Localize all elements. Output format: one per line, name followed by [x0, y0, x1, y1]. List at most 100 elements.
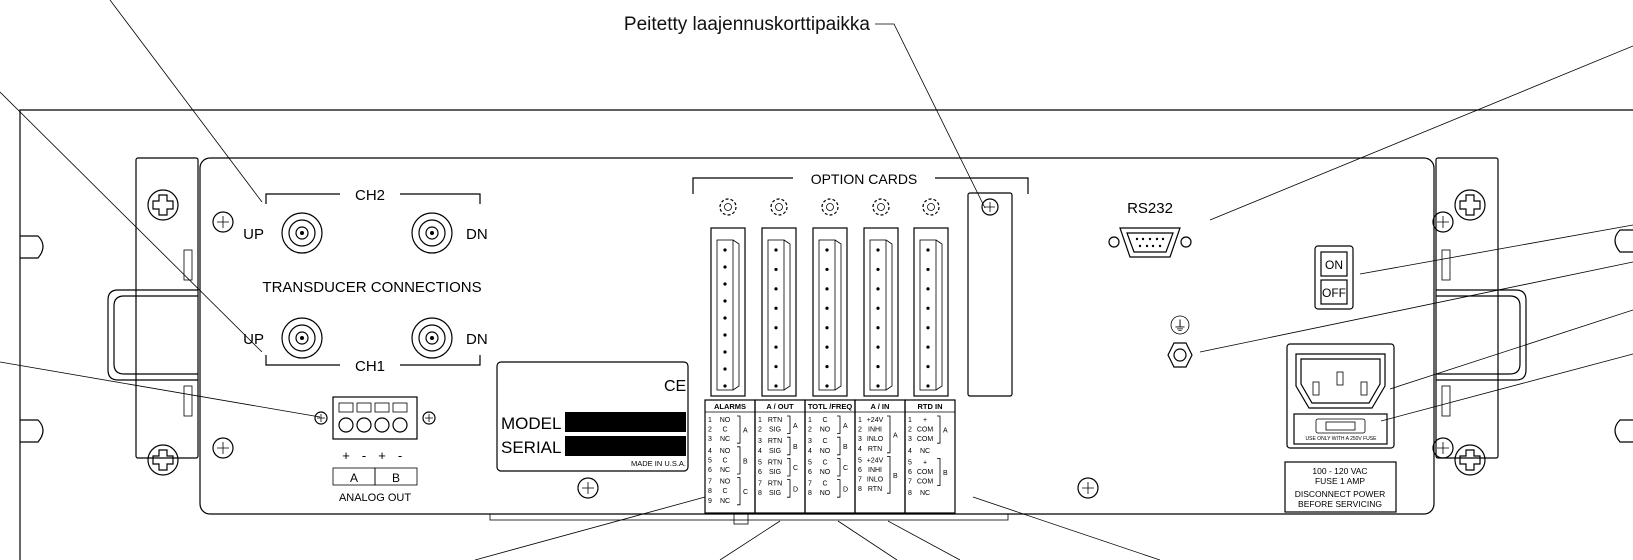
model-label: MODEL [501, 414, 561, 433]
ce-mark: CE [664, 378, 686, 395]
analog-out-section: + - + - A B ANALOG OUT [314, 396, 436, 504]
power-switch[interactable]: ON OFF [1314, 245, 1354, 310]
card-screw-icon [719, 198, 737, 216]
pin-number: 2 [908, 427, 912, 434]
pin-signal: NO [720, 479, 731, 486]
ac-power-inlet: USE ONLY WITH A 250V FUSE [1286, 343, 1395, 449]
pin-number: 8 [808, 490, 812, 497]
pin-number: 1 [758, 417, 762, 424]
pin-number: 5 [808, 459, 812, 466]
channel-letter: A [893, 432, 898, 439]
pin-number: 1 [708, 417, 712, 424]
card-slot-5 [913, 198, 949, 397]
card-screw-icon [922, 198, 940, 216]
pin-number: 5 [708, 457, 712, 464]
pin-signal: + [923, 459, 927, 466]
channel-letter: B [893, 473, 898, 480]
transducer-connections-label: TRANSDUCER CONNECTIONS [262, 279, 481, 296]
channel-letter: D [843, 486, 848, 493]
pin-signal: NO [820, 448, 831, 455]
channel-letter: A [943, 428, 948, 435]
pin-signal: NC [720, 436, 730, 443]
option-block-header: TOTL /FREQ [808, 402, 852, 411]
ch1-dn-label: DN [466, 331, 488, 348]
channel-letter: C [743, 489, 748, 496]
terminal-connector-icon[interactable] [863, 227, 899, 397]
pin-number: 7 [708, 479, 712, 486]
pin-number: 7 [758, 481, 762, 488]
pin-signal: INHI [868, 467, 882, 474]
pin-number: 8 [708, 488, 712, 495]
channel-letter: C [793, 465, 798, 472]
power-fuse-label: FUSE 1 AMP [1315, 476, 1365, 486]
pin-signal: SIG [769, 490, 781, 497]
made-in-label: MADE IN U.S.A. [631, 459, 686, 468]
rack-frame [19, 109, 1633, 560]
pin-signal: C [822, 438, 827, 445]
ground-terminal: ⏚ [1167, 315, 1193, 368]
analog-channel-a: A [350, 471, 358, 485]
pin-signal: RTN [868, 446, 882, 453]
pin-signal: C [722, 457, 727, 464]
option-cards-title: OPTION CARDS [811, 171, 918, 187]
pin-signal: RTN [768, 481, 782, 488]
pin-number: 3 [708, 436, 712, 443]
terminal-connector-icon[interactable] [913, 227, 949, 397]
rs232-port-icon[interactable] [1108, 227, 1192, 258]
option-block-header: ALARMS [714, 402, 746, 411]
option-block-header: A / OUT [766, 402, 794, 411]
channel-letter: A [793, 423, 798, 430]
card-screw-icon [821, 198, 839, 216]
pin-signal: C [722, 427, 727, 434]
switch-on-label: ON [1325, 258, 1343, 272]
channel-letter: B [943, 470, 948, 477]
pin-signal: NO [820, 427, 831, 434]
pin-number: 6 [708, 467, 712, 474]
pin-number: 2 [758, 427, 762, 434]
pin-signal: RTN [868, 486, 882, 493]
channel-letter: B [743, 458, 748, 465]
pin-number: 7 [908, 479, 912, 486]
ch1-label: CH1 [355, 358, 385, 375]
panel-screw-icons [212, 211, 1454, 499]
pin-signal: +24V [867, 417, 884, 424]
analog-out-terminal-icons [338, 402, 408, 433]
pin-number: 3 [808, 438, 812, 445]
pin-number: 1 [908, 417, 912, 424]
analog-polarity-2: - [362, 448, 366, 463]
channel-letter: A [743, 428, 748, 435]
pin-signal: +24V [867, 457, 884, 464]
pin-number: 7 [808, 481, 812, 488]
pin-signal: INHI [868, 427, 882, 434]
terminal-connector-icon[interactable] [812, 227, 848, 397]
pin-signal: INLO [867, 436, 884, 443]
pin-signal: RTN [768, 438, 782, 445]
rack-screw-icons [147, 189, 1486, 476]
terminal-connector-icon[interactable] [761, 227, 797, 397]
pin-signal: COM [917, 469, 934, 476]
terminal-connector-icon[interactable] [710, 227, 746, 397]
pin-signal: NO [720, 448, 731, 455]
pin-signal: RTN [768, 417, 782, 424]
pin-signal: NO [820, 490, 831, 497]
fuse-holder-icon[interactable] [1315, 418, 1366, 434]
pin-number: 8 [908, 490, 912, 497]
pin-signal: COM [917, 436, 934, 443]
ch2-up-label: UP [243, 226, 264, 243]
pin-signal: NC [720, 467, 730, 474]
pin-number: 6 [908, 469, 912, 476]
pin-signal: NC [920, 448, 930, 455]
pin-number: 4 [908, 448, 912, 455]
pin-signal: C [822, 459, 827, 466]
pin-number: 2 [808, 427, 812, 434]
pin-number: 3 [858, 436, 862, 443]
card-slots [710, 198, 949, 397]
pin-number: 8 [758, 490, 762, 497]
pin-number: 2 [858, 427, 862, 434]
pin-number: 5 [858, 457, 862, 464]
pin-signal: COM [917, 479, 934, 486]
